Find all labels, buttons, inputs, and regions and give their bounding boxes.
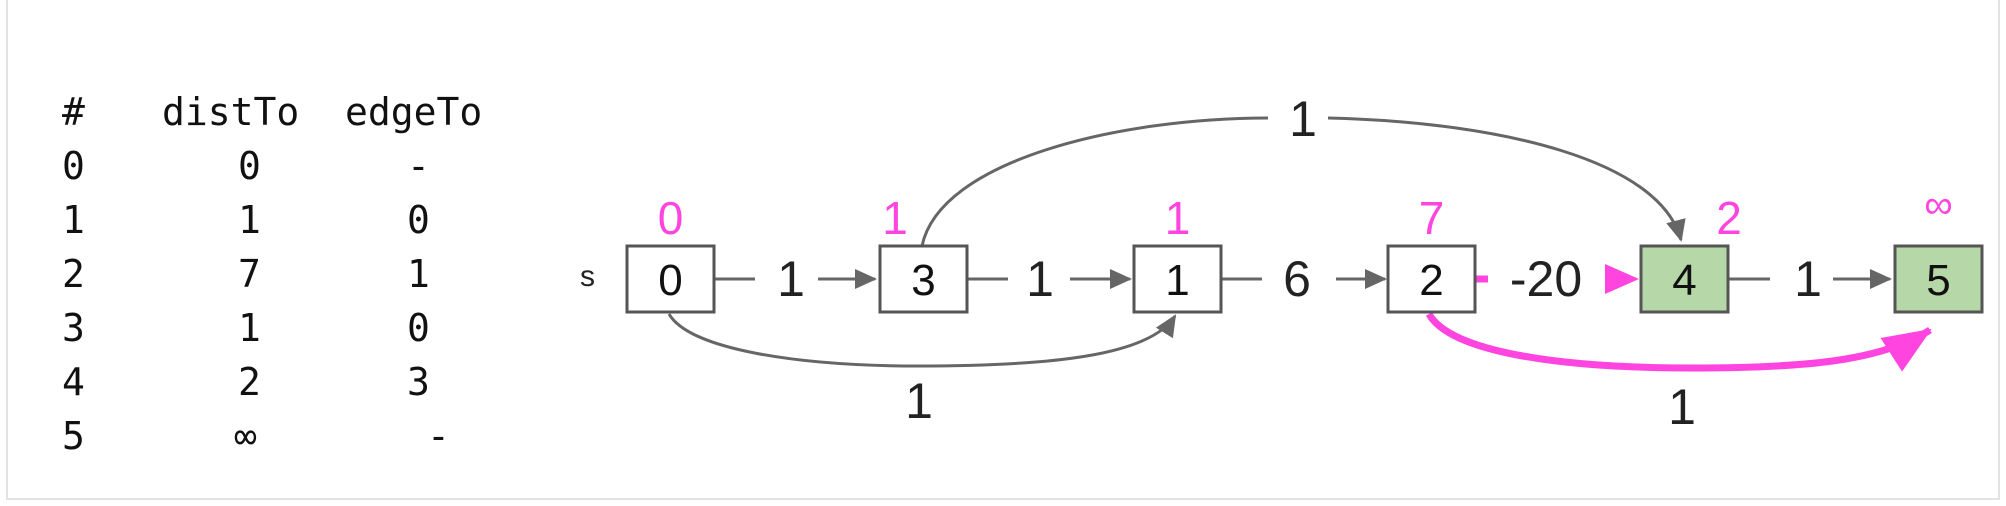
node-dist-label: 7	[1419, 192, 1445, 244]
cell-vertex: 5	[62, 414, 85, 458]
node-label: 2	[1419, 256, 1443, 305]
edge-4-5: 1	[1728, 251, 1892, 307]
cell-distto: 1	[238, 306, 261, 350]
slide-frame	[6, 0, 2000, 500]
node-0: 00	[625, 192, 716, 314]
node-box	[1639, 244, 1730, 314]
node-4: 42	[1639, 192, 1742, 314]
node-box	[1386, 244, 1477, 314]
cell-vertex: 3	[62, 306, 85, 350]
node-2: 27	[1386, 192, 1477, 314]
edge-weight: 6	[1283, 251, 1311, 307]
node-1: 11	[1132, 192, 1223, 314]
node-box	[1893, 244, 1984, 314]
edge-2-5: 1	[1425, 312, 1932, 435]
header-vertex: #	[62, 90, 85, 134]
node-dist-label: 0	[658, 192, 684, 244]
cell-edgeto: 0	[407, 198, 430, 242]
node-label: 1	[1165, 256, 1189, 305]
edge-0-3: 1	[715, 251, 877, 307]
node-label: 4	[1672, 256, 1696, 305]
cell-vertex: 1	[62, 198, 85, 242]
highlight-arrowhead	[1605, 264, 1639, 294]
node-box	[878, 244, 969, 314]
cell-distto: 7	[238, 252, 261, 296]
cell-distto: 1	[238, 198, 261, 242]
node-box	[625, 244, 716, 314]
node-5: 5∞	[1893, 183, 1984, 314]
cell-edgeto: 0	[407, 306, 430, 350]
edge-1-2: 6	[1222, 251, 1387, 307]
node-dist-label: 1	[1165, 192, 1191, 244]
edge-2-4: -20	[1475, 251, 1639, 307]
node-dist-label: 2	[1716, 192, 1742, 244]
node-label: 0	[658, 256, 682, 305]
header-edgeto: edgeTo	[345, 90, 483, 134]
header-distto: distTo	[162, 90, 300, 134]
node-dist-label: ∞	[1924, 183, 1953, 227]
edge-0-1: 1	[667, 313, 1177, 429]
node-dist-label: 1	[882, 192, 908, 244]
cell-edgeto: -	[427, 414, 450, 458]
node-label: 3	[911, 256, 935, 305]
cell-vertex: 2	[62, 252, 85, 296]
cell-edgeto: 1	[407, 252, 430, 296]
edge-weight: 1	[1668, 379, 1696, 435]
edge-weight: 1	[1794, 251, 1822, 307]
edge-3-1: 1	[968, 251, 1132, 307]
edge-weight: -20	[1510, 251, 1582, 307]
edge-weight: 1	[1289, 91, 1317, 147]
edge-weight: 1	[1026, 251, 1054, 307]
cell-distto: 0	[238, 144, 261, 188]
cell-distto: ∞	[234, 414, 257, 458]
cell-edgeto: -	[407, 144, 430, 188]
edge-weight: 1	[905, 373, 933, 429]
node-box	[1132, 244, 1223, 314]
edge-weight: 1	[777, 251, 805, 307]
node-label: 5	[1926, 256, 1950, 305]
cell-edgeto: 3	[407, 360, 430, 404]
cell-vertex: 0	[62, 144, 85, 188]
cell-distto: 2	[238, 360, 261, 404]
source-label: s	[580, 260, 595, 293]
cell-vertex: 4	[62, 360, 85, 404]
node-3: 31	[878, 192, 969, 314]
edge-3-4: 1	[920, 91, 1686, 247]
